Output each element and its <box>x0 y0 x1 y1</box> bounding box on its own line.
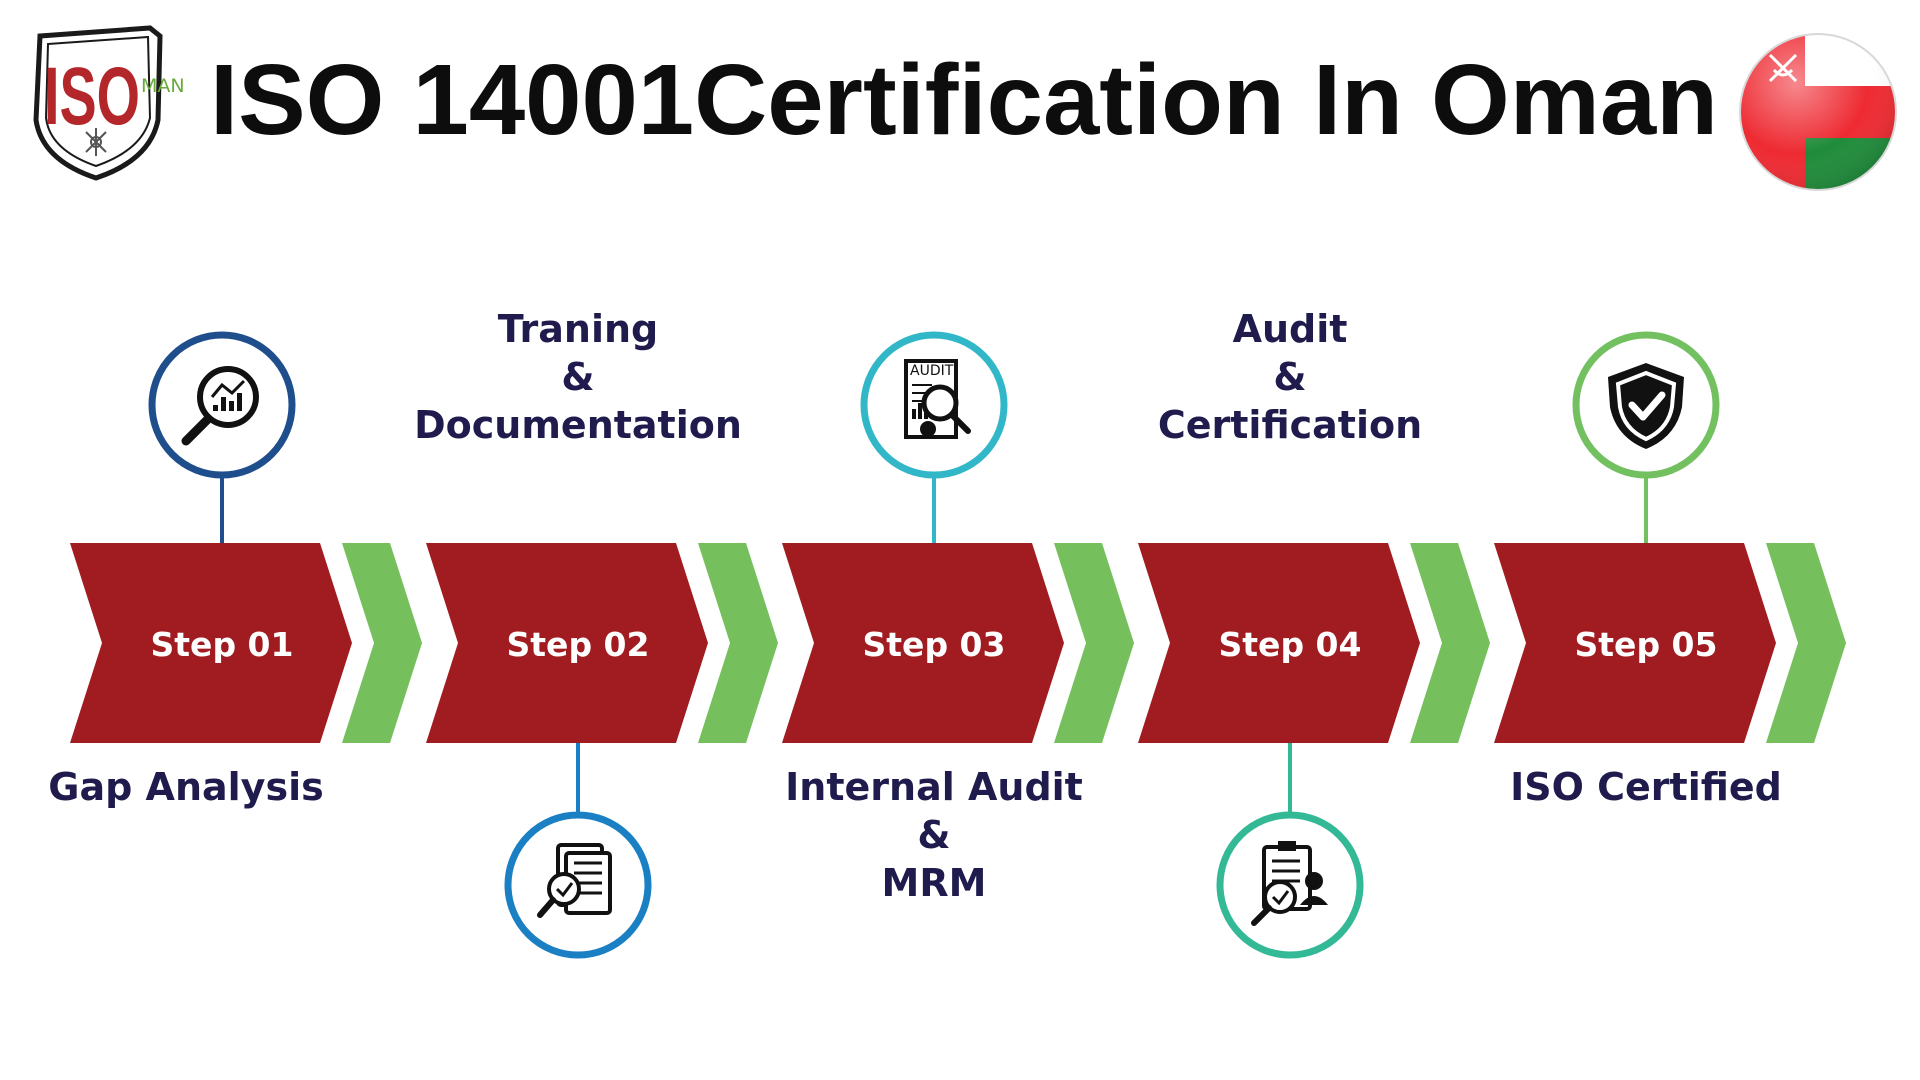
step-caption-4-line-3: Certification <box>1158 403 1422 447</box>
step-arrow-1 <box>70 543 352 743</box>
clipboard-inspection-icon <box>1216 811 1364 959</box>
step-label-5: Step 05 <box>1575 625 1718 664</box>
step-captions: Gap AnalysisTraning&DocumentationInterna… <box>48 307 1782 905</box>
step-caption-2-line-2: & <box>561 355 594 399</box>
step-label-4: Step 04 <box>1219 625 1362 664</box>
step-labels: Step 01 Step 02 Step 03 Step 04 Step 05 <box>151 625 1718 664</box>
step-caption-4-line-2: & <box>1273 355 1306 399</box>
step-caption-2-line-3: Documentation <box>414 403 742 447</box>
audit-icon-label: AUDIT <box>910 363 954 379</box>
step-label-2: Step 02 <box>507 625 650 664</box>
step-arrow-3 <box>782 543 1064 743</box>
logo-main-text: ISO <box>44 51 140 142</box>
step-chevron-3 <box>1054 543 1134 743</box>
step-chevron-4 <box>1410 543 1490 743</box>
step-caption-3-line-3: MRM <box>882 861 987 905</box>
step-connectors <box>220 475 1648 815</box>
step-arrow-2 <box>426 543 708 743</box>
step-caption-1-line-1: Gap Analysis <box>48 765 323 809</box>
audit-report-icon: AUDIT <box>860 331 1008 479</box>
step-arrow-5 <box>1494 543 1776 743</box>
step-icons: AUDIT <box>148 331 1720 959</box>
page-title: ISO 14001Certification In Oman <box>210 44 1718 156</box>
logo-small-text: MAN <box>141 75 185 97</box>
step-caption-4-line-1: Audit <box>1233 307 1348 351</box>
magnifier-chart-icon <box>148 331 296 479</box>
step-chevron-1 <box>342 543 422 743</box>
step-caption-2-line-1: Traning <box>498 307 658 351</box>
step-chevron-5 <box>1766 543 1846 743</box>
step-arrows <box>70 543 1846 743</box>
step-caption-3-line-2: & <box>917 813 950 857</box>
step-caption-5-line-1: ISO Certified <box>1510 765 1782 809</box>
shield-logo-icon <box>33 25 163 181</box>
company-logo: ISO MAN <box>33 25 185 181</box>
step-chevron-2 <box>698 543 778 743</box>
step-label-1: Step 01 <box>151 625 294 664</box>
step-caption-3-line-1: Internal Audit <box>785 765 1083 809</box>
step-arrow-4 <box>1138 543 1420 743</box>
logo-emblem-icon <box>85 128 107 156</box>
step-label-3: Step 03 <box>863 625 1006 664</box>
oman-flag-icon <box>1739 33 1897 191</box>
shield-check-icon <box>1572 331 1720 479</box>
document-check-icon <box>504 811 652 959</box>
